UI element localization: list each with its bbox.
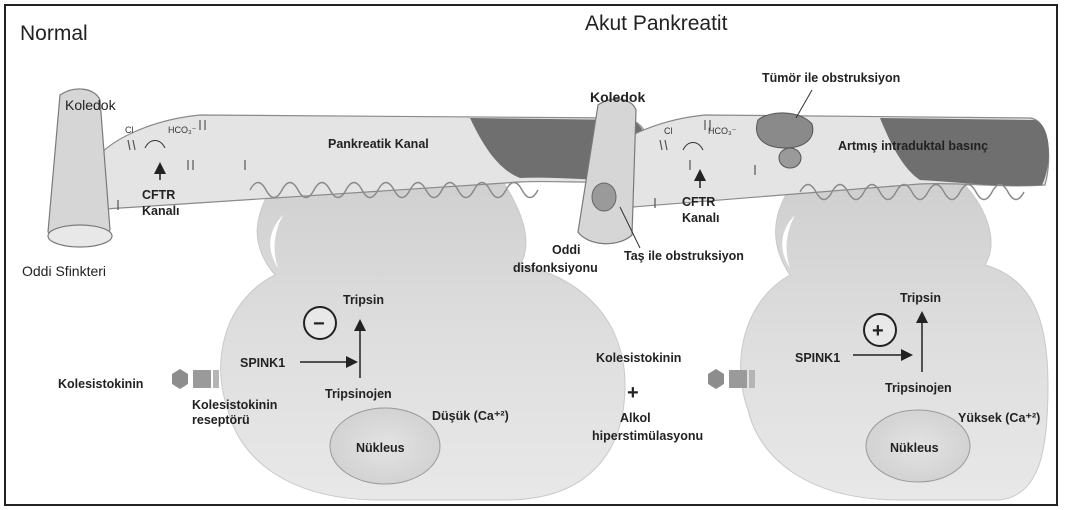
inhibition-symbol: − xyxy=(313,313,325,335)
spink1-label: SPINK1 xyxy=(795,351,840,365)
panel-title-acute: Akut Pankreatit xyxy=(585,12,728,35)
panel-title-normal: Normal xyxy=(20,22,88,45)
artmis-basinc-label: Artmış intraduktal basınç xyxy=(838,139,988,153)
calcium-label-normal: Düşük (Ca⁺²) xyxy=(432,409,509,423)
kolesistokinin-label: Kolesistokinin xyxy=(596,351,681,365)
alkol-label-1: Alkol xyxy=(620,411,651,425)
koledok-label-acute: Koledok xyxy=(590,89,645,105)
tripsinojen-label: Tripsinojen xyxy=(325,387,392,401)
tripsin-label: Tripsin xyxy=(343,293,384,307)
hco3-ion-label: HCO₃⁻ xyxy=(708,126,737,136)
alkol-label-2: hiperstimülasyonu xyxy=(592,429,703,443)
tumor-label: Tümör ile obstruksiyon xyxy=(762,71,900,85)
cftr-label-1: CFTR xyxy=(142,188,175,202)
tripsin-label: Tripsin xyxy=(900,291,941,305)
spink1-label: SPINK1 xyxy=(240,356,285,370)
kolesistokinin-label: Kolesistokinin xyxy=(58,377,143,391)
cl-ion-label: Cl xyxy=(125,125,134,135)
cl-ion-label: Cl xyxy=(664,126,673,136)
tripsinojen-label: Tripsinojen xyxy=(885,381,952,395)
reseptor-label-2: reseptörü xyxy=(192,413,250,427)
nukleus-label-normal: Nükleus xyxy=(356,441,405,455)
calcium-label-acute: Yüksek (Ca⁺²) xyxy=(958,411,1040,425)
activation-symbol: + xyxy=(872,320,884,342)
oddi-opening xyxy=(48,225,112,247)
nukleus-label-acute: Nükleus xyxy=(890,441,939,455)
tas-label: Taş ile obstruksiyon xyxy=(624,249,744,263)
tumor-obstruction xyxy=(757,113,813,148)
cftr-label-1: CFTR xyxy=(682,195,715,209)
koledok-label: Koledok xyxy=(65,97,117,113)
oddi-label-1: Oddi xyxy=(552,243,580,257)
tumor-nodule xyxy=(779,148,801,168)
cftr-label-2: Kanalı xyxy=(682,211,720,225)
hco3-ion-label: HCO₃⁻ xyxy=(168,125,197,135)
oddi-sfinkteri-label: Oddi Sfinkteri xyxy=(22,263,106,279)
oddi-label-2: disfonksiyonu xyxy=(513,261,598,275)
plus-symbol: + xyxy=(627,382,639,404)
cck-receptor xyxy=(193,370,211,388)
cftr-label-2: Kanalı xyxy=(142,204,180,218)
stone-obstruction xyxy=(592,183,616,211)
pankreatik-kanal-label: Pankreatik Kanal xyxy=(328,137,429,151)
cck-receptor xyxy=(729,370,747,388)
reseptor-label-1: Kolesistokinin xyxy=(192,398,277,412)
